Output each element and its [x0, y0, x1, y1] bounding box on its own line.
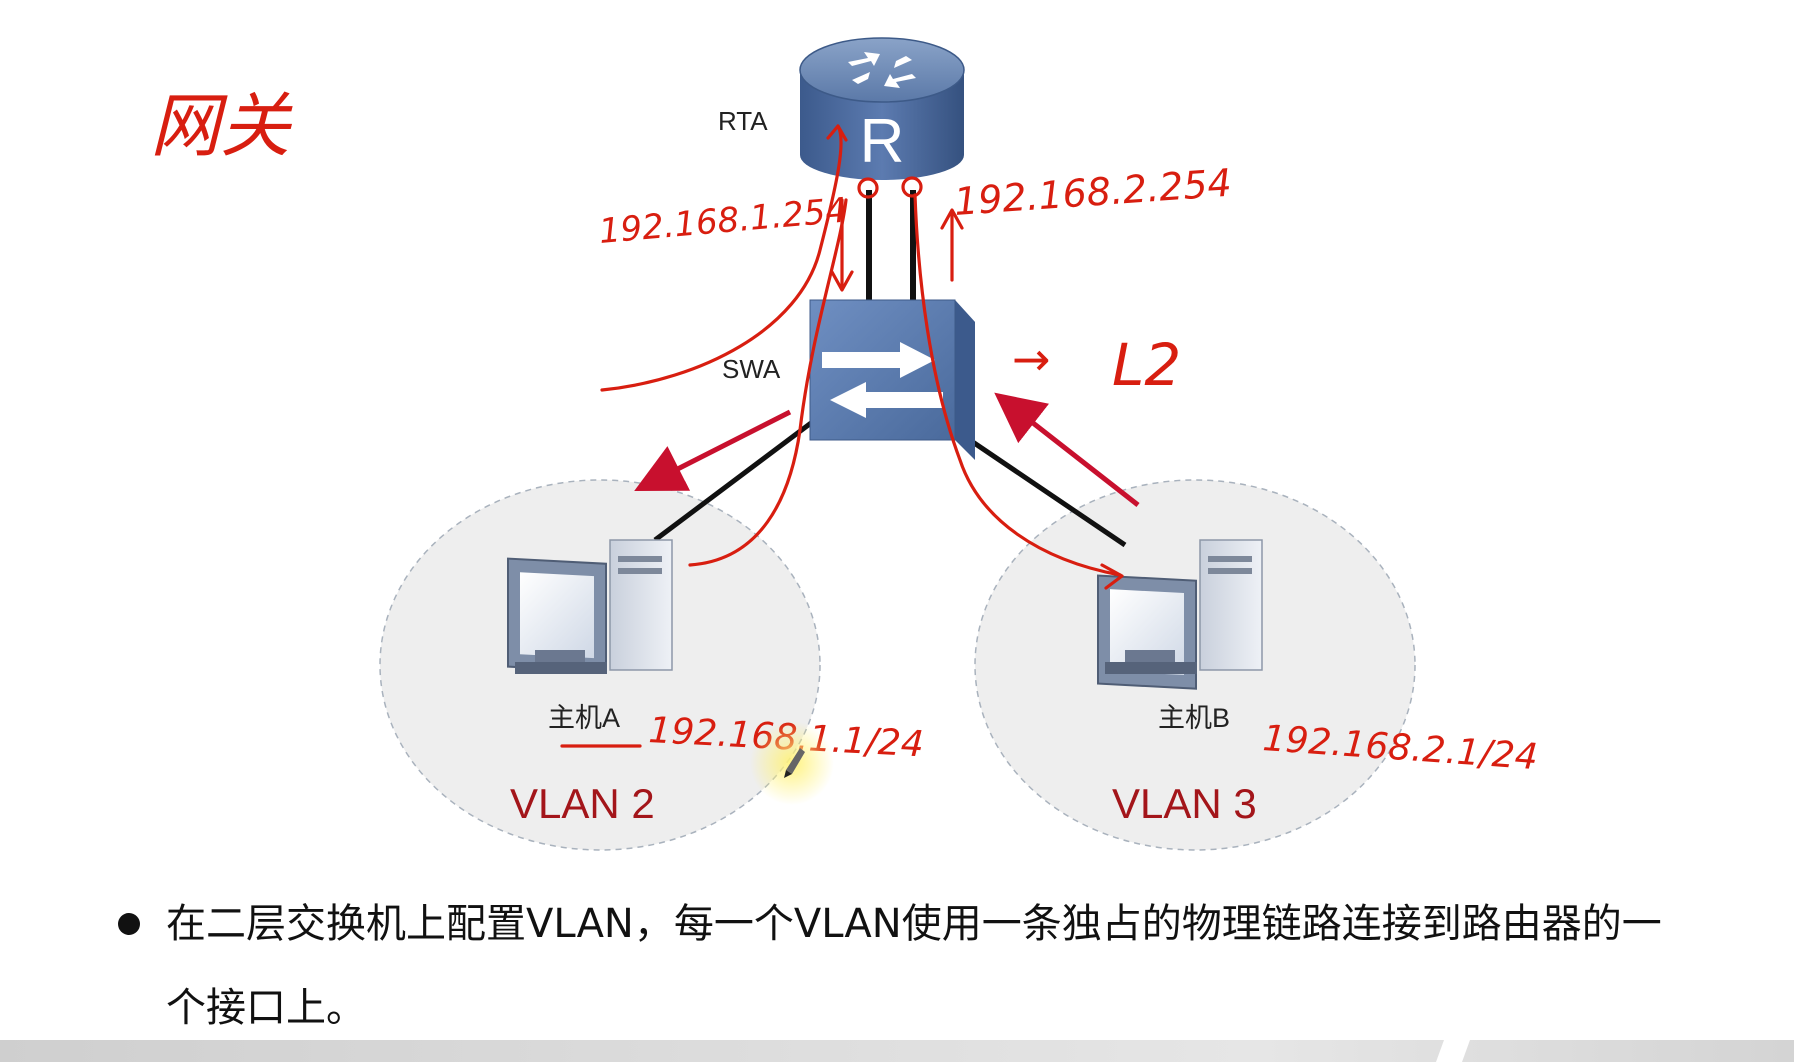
vlan3-label: VLAN 3 — [1112, 780, 1257, 827]
gateway-note: 网关 — [150, 85, 293, 167]
switch-label: SWA — [722, 354, 781, 384]
host-b-computer-icon — [1097, 539, 1263, 690]
l2-note: L2 — [1112, 331, 1181, 399]
link-switch-host-a — [653, 418, 817, 542]
vlan2-label: VLAN 2 — [510, 780, 655, 827]
gateway-ip-vlan3-note: 192.168.2.254 — [953, 161, 1233, 224]
host-a-computer-icon — [507, 539, 673, 674]
arrow-switch-to-host-a — [634, 409, 792, 492]
bullet-dot — [118, 913, 140, 935]
link-switch-host-b — [953, 427, 1127, 548]
svg-text:R: R — [860, 107, 905, 176]
pen-cursor-icon — [784, 748, 805, 778]
router-label: RTA — [718, 106, 768, 136]
arrow-host-b-to-switch — [994, 392, 1140, 507]
handwritten-strokes — [560, 124, 1124, 748]
bullet-text: 在二层交换机上配置VLAN，每一个VLAN使用一条独占的物理链路连接到路由器的一… — [166, 901, 1662, 1031]
host-b-label: 主机B — [1158, 703, 1230, 733]
bottom-bar — [0, 1040, 1794, 1062]
host-a-label: 主机A — [548, 703, 620, 733]
bullet-point: 在二层交换机上配置VLAN，每一个VLAN使用一条独占的物理链路连接到路由器的一… — [118, 882, 1678, 1050]
router-icon: R — [799, 37, 965, 180]
switch-icon — [809, 299, 975, 460]
gateway-ip-vlan2-note: 192.168.1.254 — [597, 190, 848, 252]
l2-arrow-note: → — [1012, 332, 1051, 386]
